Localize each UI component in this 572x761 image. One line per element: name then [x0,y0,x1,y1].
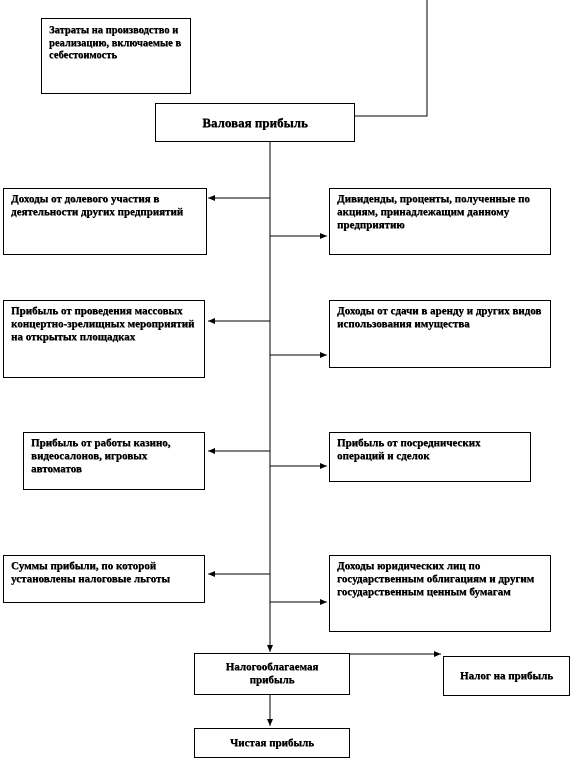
income-tax-box: Налог на прибыль [443,656,570,696]
left-item-1-box: Доходы от долевого участия в деятельност… [3,188,207,255]
left-item-2-box: Прибыль от проведения массовых концертно… [3,300,205,378]
left-item-3-text: Прибыль от работы казино, видеосалонов, … [31,437,171,475]
gross-profit-box: Валовая прибыль [155,103,355,142]
income-tax-text: Налог на прибыль [459,669,554,682]
right-item-3-box: Прибыль от посреднических операций и сде… [329,432,531,482]
taxable-profit-text: Налогооблагаемая прибыль [225,661,319,686]
left-item-4-text: Суммы прибыли, по которой установлены на… [11,560,170,585]
net-profit-text: Чистая прибыль [230,736,314,749]
left-item-3-box: Прибыль от работы казино, видеосалонов, … [23,432,205,490]
taxable-profit-box: Налогооблагаемая прибыль [194,653,350,695]
net-profit-box: Чистая прибыль [194,728,350,758]
right-item-4-box: Доходы юридических лиц по государственны… [329,555,551,632]
left-item-2-text: Прибыль от проведения массовых концертно… [11,305,195,343]
right-item-2-box: Доходы от сдачи в аренду и других видов … [329,300,551,368]
left-item-1-text: Доходы от долевого участия в деятельност… [11,193,184,218]
connector-top-input [355,0,428,117]
right-item-1-box: Дивиденды, проценты, полученные по акция… [329,188,551,255]
costs-text: Затраты на производство и реализацию, вк… [49,25,181,61]
costs-box: Затраты на производство и реализацию, вк… [41,18,191,94]
right-item-4-text: Доходы юридических лиц по государственны… [337,560,535,598]
gross-profit-text: Валовая прибыль [202,115,308,130]
left-item-4-box: Суммы прибыли, по которой установлены на… [3,555,205,603]
right-item-3-text: Прибыль от посреднических операций и сде… [337,437,481,462]
right-item-1-text: Дивиденды, проценты, полученные по акция… [337,193,530,231]
right-item-2-text: Доходы от сдачи в аренду и других видов … [337,305,542,330]
